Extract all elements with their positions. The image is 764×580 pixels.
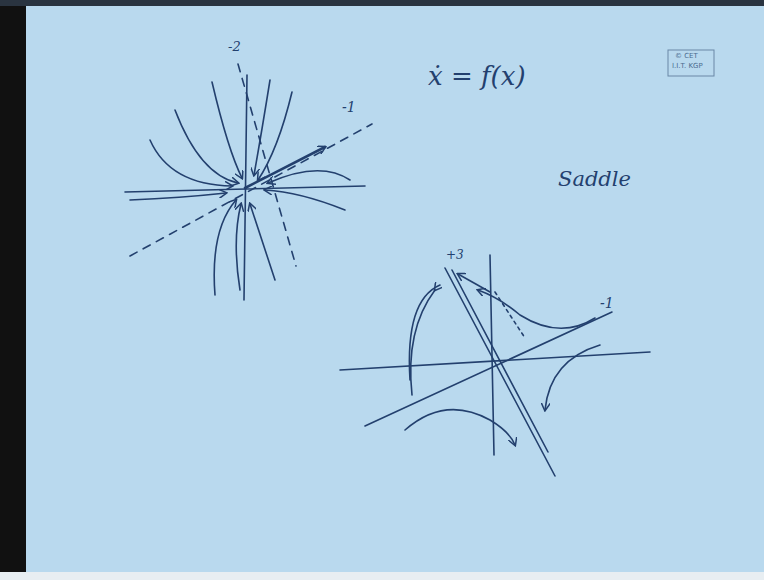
equation-label: ẋ = f(x) xyxy=(428,62,526,91)
portrait-title: Saddle xyxy=(558,168,631,191)
eigenvalue-label: -1 xyxy=(600,296,614,311)
logo-text: © CET xyxy=(675,53,698,61)
eigenvalue-label: +3 xyxy=(446,249,464,262)
logo-text: I.I.T. KGP xyxy=(672,63,703,71)
eigenvalue-label: -1 xyxy=(342,100,356,115)
eigenvalue-label: -2 xyxy=(228,40,241,54)
